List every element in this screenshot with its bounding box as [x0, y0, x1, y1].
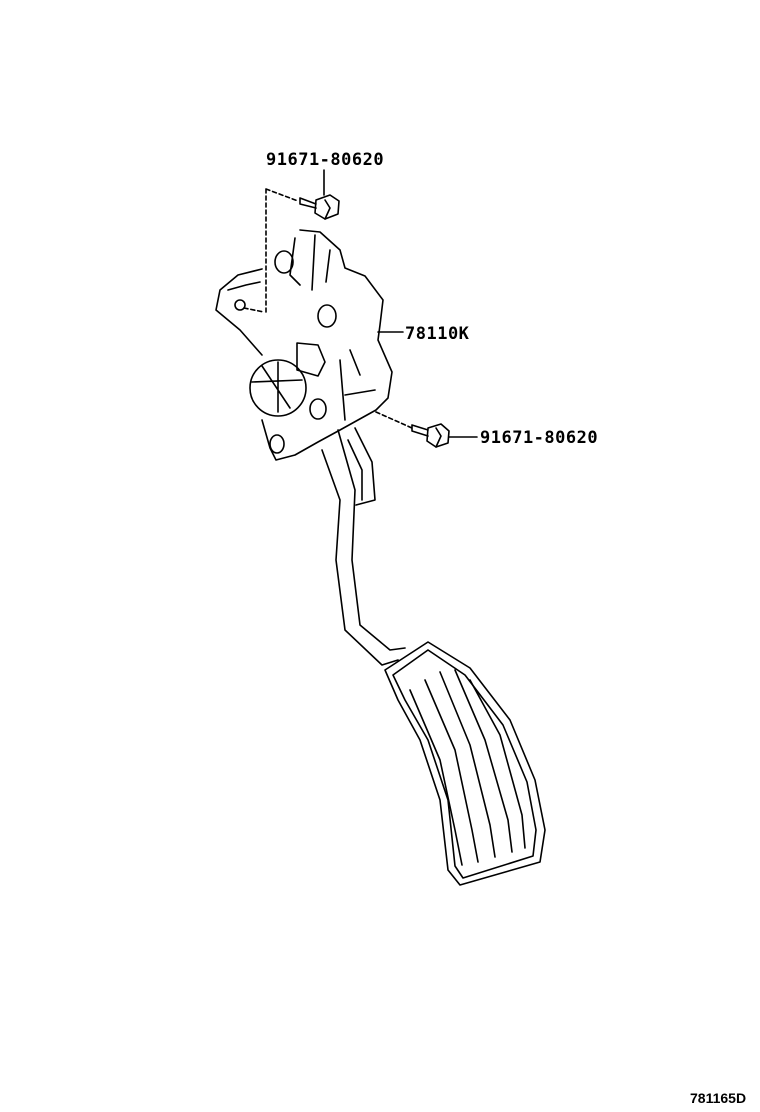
pedal-pad [384, 641, 546, 886]
pedal-housing [215, 229, 393, 461]
bolt-right-icon [411, 423, 450, 448]
part-number-pedal-assembly: 78110K [405, 324, 470, 344]
part-number-bolt-right: 91671-80620 [480, 428, 599, 448]
part-number-bolt-top: 91671-80620 [266, 150, 385, 170]
install-line-right [375, 411, 413, 429]
install-line-top [243, 188, 299, 316]
bolt-top-icon [299, 194, 340, 220]
pedal-arm [321, 427, 406, 666]
illustration-code: 781165D [690, 1090, 747, 1106]
